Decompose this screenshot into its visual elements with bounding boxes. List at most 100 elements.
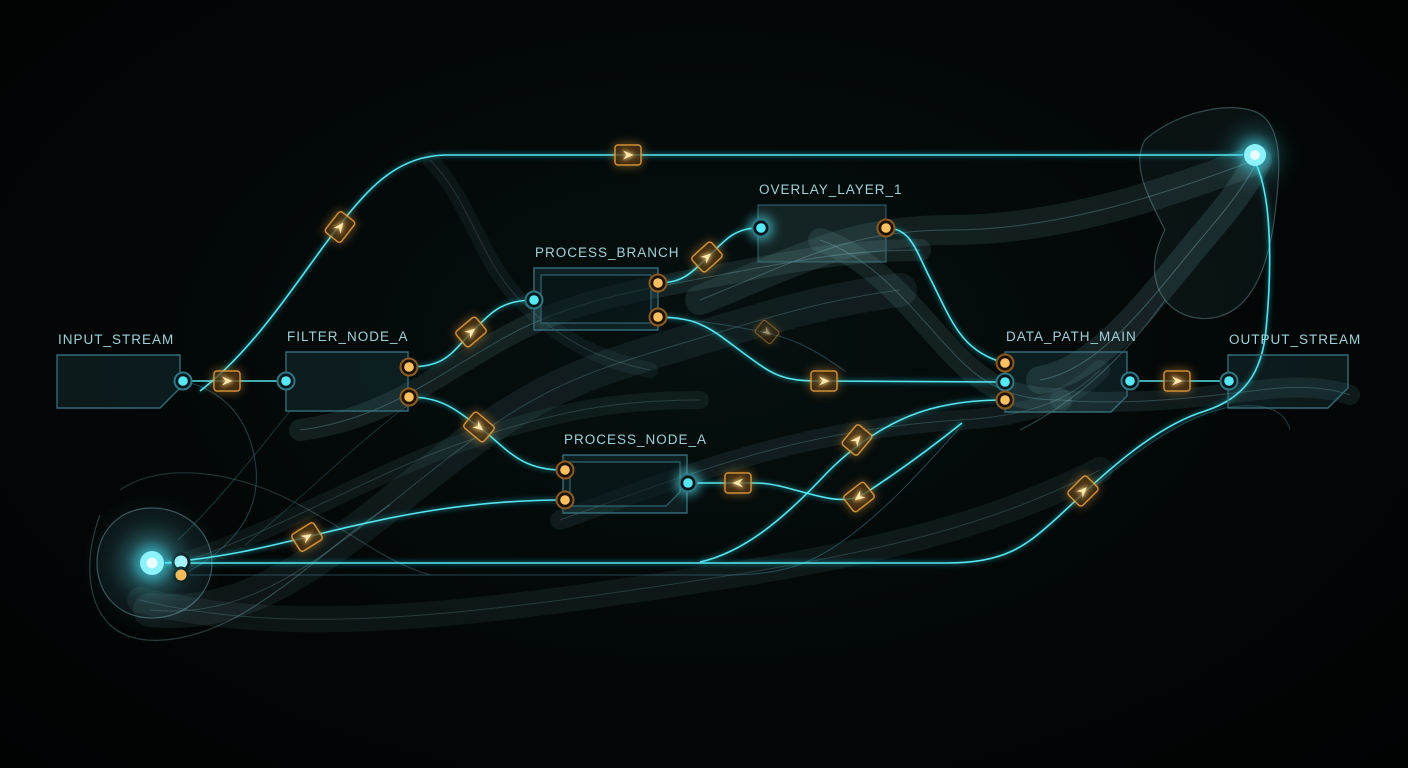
flow-ribbon (685, 145, 1270, 315)
terminal-glow-node[interactable] (120, 531, 184, 595)
orange-port[interactable] (555, 460, 575, 480)
arrow-icon-core (623, 150, 634, 160)
flow-arrow-marker (462, 410, 496, 444)
glow-blob-outline (1019, 299, 1166, 431)
node-label: OUTPUT_STREAM (1229, 332, 1361, 347)
flow-arrow-marker (323, 210, 357, 244)
node-label: INPUT_STREAM (58, 332, 174, 347)
ports-layer (171, 215, 1239, 584)
node-body (285, 351, 409, 412)
flow-arrow-marker (840, 423, 874, 457)
cyan-port[interactable] (173, 371, 193, 391)
flow-arrow-marker (810, 370, 838, 392)
flow-ribbon-edge (699, 159, 1256, 301)
node-output_stream[interactable]: OUTPUT_STREAM (1227, 332, 1361, 409)
arrow-icon-core (819, 376, 830, 386)
node-filter_node_a[interactable]: FILTER_NODE_A (285, 329, 409, 412)
orange-port[interactable] (399, 357, 419, 377)
flow-ribbon (133, 273, 917, 629)
node-body (1227, 354, 1349, 409)
flow-arrow-marker (724, 472, 752, 494)
flow-arrow-marker (1163, 370, 1191, 392)
flow-arrow-marker (690, 240, 724, 274)
node-input_stream[interactable]: INPUT_STREAM (56, 332, 181, 409)
arrow-icon-core (854, 490, 866, 501)
flow-ribbon (181, 391, 709, 569)
dim-wire (181, 429, 959, 576)
node-label: PROCESS_BRANCH (535, 245, 680, 260)
wire (657, 316, 1006, 383)
arrow-icon-core (761, 326, 771, 335)
arrow-icon-core (1076, 487, 1087, 498)
port-dot (178, 376, 188, 386)
node-process_branch[interactable]: PROCESS_BRANCH (533, 245, 680, 331)
cyan-port[interactable] (748, 215, 774, 241)
arrow-icon-core (850, 435, 861, 447)
node-body (56, 354, 181, 409)
orange-port[interactable] (555, 490, 575, 510)
port-dot (1125, 376, 1135, 386)
glow-hotspot (1250, 150, 1260, 160)
node-body (1004, 351, 1128, 413)
arrow-icon-core (1172, 376, 1183, 386)
port-dot (683, 478, 693, 488)
cyan-port[interactable] (995, 372, 1015, 392)
node-body (757, 204, 887, 263)
glow-hotspot (146, 557, 158, 569)
port-dot (653, 278, 663, 288)
glow-blob-outline (119, 472, 431, 576)
orange-port[interactable] (995, 390, 1015, 410)
flow-arrow-marker (213, 370, 241, 392)
terminal-glow-node[interactable] (1226, 126, 1284, 184)
node-data_path_main[interactable]: DATA_PATH_MAIN (1004, 329, 1137, 413)
dim-wire (1084, 405, 1291, 496)
orange-port[interactable] (648, 273, 668, 293)
arrow-icon-core (700, 253, 712, 264)
arrow-icon-core (333, 222, 344, 234)
flow-ribbon (1026, 146, 1272, 394)
port-dot (881, 223, 891, 233)
port-dot (404, 362, 414, 372)
flow-ribbon-edge (1039, 159, 1259, 381)
node-process_node_a[interactable]: PROCESS_NODE_A (562, 432, 707, 514)
dim-lines-layer (177, 317, 1291, 576)
port-dot (1224, 376, 1234, 386)
dim-wire (177, 410, 291, 541)
port-dot (529, 295, 539, 305)
dim-wire (244, 404, 409, 546)
wire (885, 227, 1006, 364)
markers-layer (213, 144, 1191, 553)
glow-layer (120, 126, 1284, 595)
node-overlay_layer_1[interactable]: OVERLAY_LAYER_1 (757, 182, 903, 263)
orange-port[interactable] (399, 387, 419, 407)
flow-ribbon-edge (819, 239, 1061, 401)
flow-ribbon-edge (149, 289, 901, 612)
orange-port[interactable] (876, 218, 896, 238)
flow-arrow-marker (614, 144, 642, 166)
node-label: DATA_PATH_MAIN (1006, 329, 1137, 344)
arrow-icon-core (222, 376, 233, 386)
cyan-port[interactable] (675, 470, 701, 496)
flow-arrow-marker (290, 521, 324, 553)
node-label: PROCESS_NODE_A (564, 432, 707, 447)
wire (164, 499, 564, 564)
node-label: FILTER_NODE_A (287, 329, 409, 344)
cyan-port[interactable] (1120, 371, 1140, 391)
cyan-port[interactable] (276, 371, 296, 391)
flow-arrow-marker (842, 480, 876, 514)
port-dot (1000, 377, 1010, 387)
orange-port[interactable] (995, 353, 1015, 373)
cyan-port[interactable] (524, 290, 544, 310)
arrow-icon-core (300, 534, 312, 544)
arrow-icon-core (464, 328, 476, 339)
node-inner-frame (569, 461, 681, 507)
arrow-icon-core (732, 478, 743, 488)
port-dot (756, 223, 766, 233)
cyan-port[interactable] (1219, 371, 1239, 391)
dim-wire (182, 380, 257, 574)
flow-arrow-marker (454, 315, 488, 349)
flow-ribbon (808, 228, 1072, 412)
orange-port[interactable] (648, 307, 668, 327)
port-dot (404, 392, 414, 402)
